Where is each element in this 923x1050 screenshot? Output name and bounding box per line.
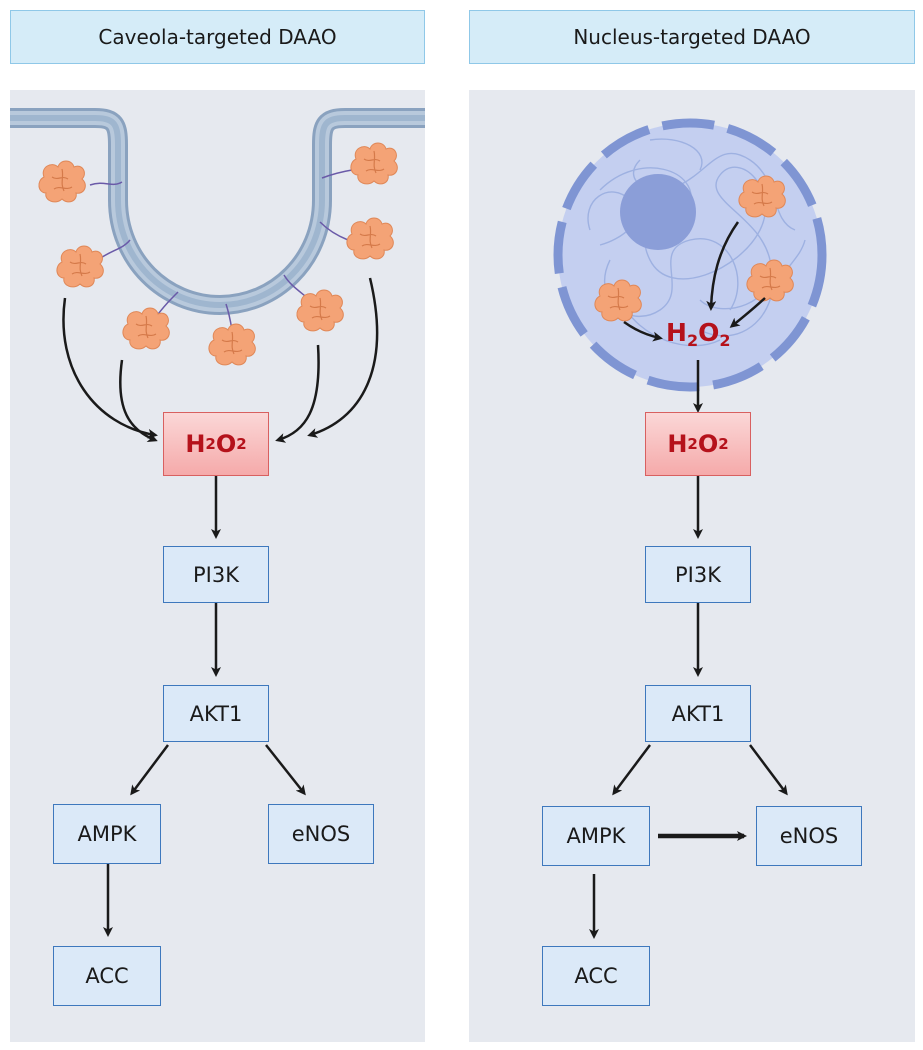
nucleus-arrows [623,221,766,342]
enos-node-right: eNOS [756,806,862,866]
akt1-node-right: AKT1 [645,685,751,742]
daao-enzyme-icon [346,217,394,260]
left-pathway-arrows [103,476,306,937]
akt1-node-left: AKT1 [163,685,269,742]
daao-enzyme-icon [38,160,86,203]
acc-node-right: ACC [542,946,650,1006]
pi3k-node-left: PI3K [163,546,269,603]
enos-node-left: eNOS [268,804,374,864]
daao-enzyme-icon [296,289,344,332]
pi3k-node-right: PI3K [645,546,751,603]
daao-enzyme-icon [208,323,256,366]
ampk-node-left: AMPK [53,804,161,864]
acc-node-left: ACC [53,946,161,1006]
right-pathway-arrows [589,360,788,939]
enzyme-to-h2o2-arrows [62,277,379,443]
daao-enzyme-icon [122,307,170,350]
caveola-membrane [10,108,425,315]
nucleus-h2o2-label: H2O2 [666,318,731,350]
daao-enzyme-icon [56,245,104,288]
right-panel-title: Nucleus-targeted DAAO [469,10,915,64]
left-panel-title: Caveola-targeted DAAO [10,10,425,64]
nucleolus-icon [620,174,696,250]
daao-enzyme-icon [350,142,398,185]
ampk-node-right: AMPK [542,806,650,866]
